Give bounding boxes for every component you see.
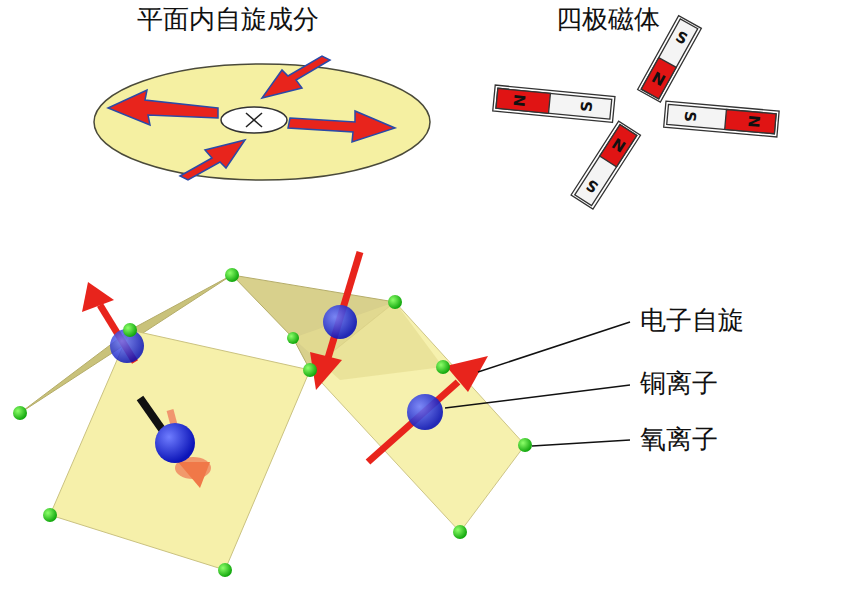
part-label: 电子自旋 (640, 307, 744, 333)
magnet-bar (575, 125, 637, 206)
copper-ion (110, 305, 443, 463)
magnet-bar (725, 109, 776, 133)
magnet-bar (600, 125, 637, 167)
oxygen-ion (13, 268, 532, 577)
magnet-bar (496, 88, 550, 113)
magnet-bar (664, 101, 779, 137)
spin-arrows (82, 252, 488, 488)
part-label: 氧离子 (640, 426, 718, 452)
heading: 平面内自旋成分 (137, 6, 319, 32)
magnet-bar (496, 88, 612, 119)
heading: 四极磁体 (556, 6, 660, 32)
spin-disc (94, 56, 430, 180)
quadrupole-magnet (493, 16, 779, 209)
magnet-bar (571, 121, 640, 209)
magnet-bar (493, 85, 615, 122)
cuo-lattice (20, 275, 525, 570)
pole-letter: S (682, 110, 698, 122)
magnet-bar (641, 58, 676, 99)
pole-letter: S (579, 101, 595, 113)
magnet-bar (667, 104, 776, 133)
leader-line (445, 322, 630, 446)
pole-letter: N (512, 94, 528, 108)
part-label: 铜离子 (640, 370, 718, 396)
pole-letter: N (745, 115, 761, 129)
